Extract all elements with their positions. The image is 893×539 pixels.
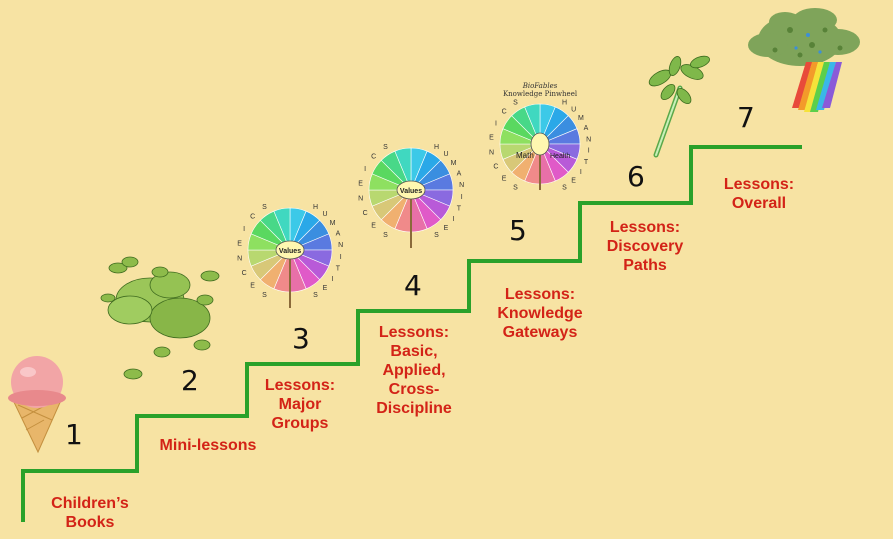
step-2-label: Mini-lessons	[159, 437, 257, 454]
pinwheel-left-letter: C	[502, 109, 507, 116]
pinwheel-left-letter: E	[371, 223, 376, 230]
step-7-label: Lessons:Overall	[723, 176, 795, 212]
pinwheel-left-letter: N	[489, 149, 494, 156]
pinwheel-left-letter: S	[383, 144, 388, 151]
step-3-number: 3	[292, 322, 310, 355]
pinwheel-health-label: Health	[550, 153, 570, 160]
knowledge-pinwheel-icon: BioFables Knowledge Pinwheel Math Health…	[489, 82, 591, 191]
pinwheel-left-letter: E	[358, 180, 363, 187]
pinwheel-right-letter: I	[332, 276, 334, 283]
pinwheel-left-letter: S	[262, 204, 267, 211]
pinwheel-title-1: BioFables	[522, 82, 558, 90]
pinwheel-wedge	[394, 147, 412, 191]
pinwheel-right-letter: S	[434, 232, 439, 239]
pinwheel-right-letter: E	[323, 285, 328, 292]
pinwheel-left-letter: N	[237, 256, 242, 263]
pinwheel-right-letter: U	[322, 211, 327, 218]
pinwheel-center-label: Values	[279, 248, 301, 255]
pinwheel-left-letter: N	[358, 196, 363, 203]
pinwheel-left-letter: C	[363, 210, 368, 217]
pinwheel-left-letter: E	[489, 135, 494, 142]
pinwheel-right-letter: M	[451, 160, 457, 167]
pinwheel-left-letter: E	[250, 283, 255, 290]
step-4-number: 4	[404, 269, 422, 302]
pinwheel-right-letter: E	[444, 225, 449, 232]
pinwheel-left-letter: I	[364, 166, 366, 173]
pinwheel-center-label: Values	[400, 188, 422, 195]
pinwheel-left-letter: S	[513, 184, 518, 191]
pinwheel-title-2: Knowledge Pinwheel	[503, 90, 578, 98]
pinwheel-right-letter: S	[313, 292, 318, 299]
pinwheel-right-letter: N	[459, 182, 464, 189]
pinwheel-math-label: Math	[516, 151, 534, 160]
step-1-number: 1	[65, 418, 83, 451]
pinwheel-right-letter: I	[580, 169, 582, 176]
pinwheel-right-letter: U	[571, 106, 576, 113]
pinwheel-right-letter: M	[330, 220, 336, 227]
pinwheel-wedge	[273, 207, 291, 251]
pinwheel-right-letter: I	[461, 194, 463, 201]
pinwheel-right-letter: I	[453, 216, 455, 223]
pinwheel-right-letter: T	[584, 159, 589, 166]
pinwheel-right-letter: S	[562, 184, 567, 191]
pinwheel-right-letter: N	[586, 136, 591, 143]
rainbow-tree-icon	[748, 8, 860, 112]
pinwheel-right-letter: M	[578, 115, 584, 122]
step-2-number: 2	[181, 364, 199, 397]
pinwheel-left-letter: C	[250, 213, 255, 220]
step-6-number: 6	[627, 160, 645, 193]
pinwheel-left-letter: C	[493, 163, 498, 170]
pinwheel-left-letter: S	[513, 100, 518, 107]
pinwheel-right-letter: N	[338, 242, 343, 249]
pinwheel-right-letter: E	[571, 178, 576, 185]
pinwheel-left-letter: I	[243, 226, 245, 233]
pinwheel-right-letter: H	[562, 100, 567, 107]
pinwheel-right-letter: I	[588, 148, 590, 155]
step-7-number: 7	[737, 101, 755, 134]
pinwheel-right-letter: T	[457, 205, 462, 212]
pinwheel-left-letter: S	[262, 292, 267, 299]
pinwheel-left-letter: I	[495, 121, 497, 128]
pinwheel-right-letter: A	[336, 231, 341, 238]
pinwheel-right-letter: A	[584, 125, 589, 132]
pinwheel-right-letter: H	[434, 144, 439, 151]
ice-cream-cone-icon	[8, 356, 66, 454]
pinwheel-left-letter: C	[242, 270, 247, 277]
pinwheel-right-letter: T	[336, 265, 341, 272]
step-5-number: 5	[509, 214, 527, 247]
pinwheel-right-letter: H	[313, 204, 318, 211]
pinwheel-left-letter: E	[502, 175, 507, 182]
pinwheel-left-letter: E	[237, 240, 242, 247]
pinwheel-left-letter: S	[383, 232, 388, 239]
pinwheel-right-letter: A	[457, 171, 462, 178]
leaf-cluster-icon	[100, 256, 220, 380]
sprout-stick-icon	[648, 55, 710, 158]
pinwheel-left-letter: C	[371, 153, 376, 160]
staircase-line	[21, 145, 802, 522]
step-4-label: Lessons:Basic,Applied,Cross-Discipline	[376, 324, 452, 417]
pinwheel-right-letter: I	[340, 254, 342, 261]
pinwheel-right-letter: U	[443, 151, 448, 158]
